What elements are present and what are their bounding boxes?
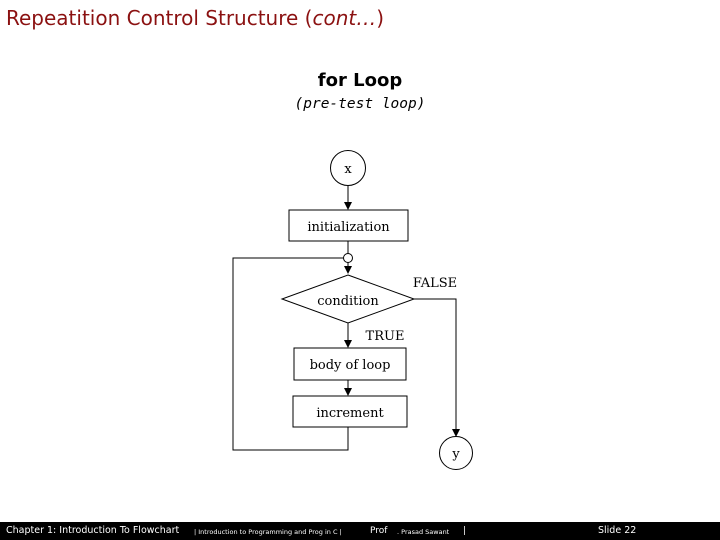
slide-title-close: ) (376, 6, 385, 30)
footer-chapter: Chapter 1: Introduction To Flowchart (6, 525, 180, 536)
junction-node (343, 253, 353, 263)
false-label: FALSE (413, 276, 457, 291)
end-connector: y (439, 436, 473, 470)
initialization-label: initialization (307, 220, 390, 235)
slide-title: Repeatition Control Structure (cont…) (6, 6, 384, 30)
condition-label: condition (317, 294, 379, 309)
false-branch-arrow (414, 298, 460, 437)
slide-title-cont: cont… (312, 6, 377, 30)
for-loop-flowchart: x initialization condition FALSE TRUE bo… (232, 150, 473, 470)
condition-decision: condition (280, 274, 416, 324)
end-connector-label: y (451, 447, 460, 462)
true-label: TRUE (366, 329, 405, 344)
loop-back-path (232, 257, 349, 451)
body-of-loop-label: body of loop (310, 358, 391, 373)
footer-separator: | (463, 526, 467, 536)
footer-author: . Prasad Sawant (397, 528, 450, 536)
initialization-box: initialization (288, 209, 409, 242)
increment-box: increment (292, 395, 408, 428)
diagram-heading: for Loop (317, 70, 403, 91)
start-connector: x (330, 150, 366, 186)
increment-label: increment (316, 406, 384, 421)
diagram-subheading: (pre-test loop) (294, 96, 426, 112)
footer-prof: Prof (370, 526, 388, 536)
footer-course: | Introduction to Programming and Prog i… (194, 528, 342, 536)
start-connector-label: x (344, 162, 352, 177)
footer-bar: Chapter 1: Introduction To Flowchart | I… (0, 522, 720, 540)
body-of-loop-box: body of loop (293, 347, 407, 381)
footer-slide-number: Slide 22 (598, 525, 637, 536)
slide-title-main: Repeatition Control Structure ( (6, 6, 313, 30)
